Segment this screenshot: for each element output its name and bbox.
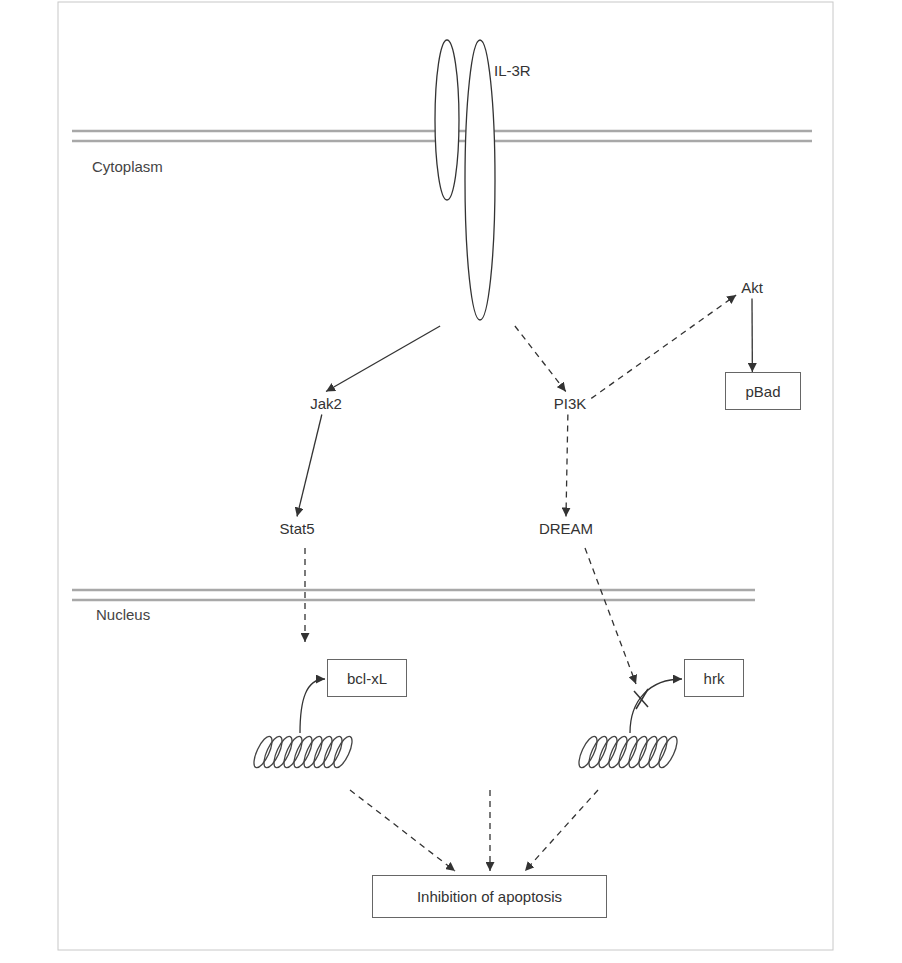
effect-arrow xyxy=(525,790,598,871)
signal-arrow xyxy=(591,295,736,398)
node-text: Stat5 xyxy=(279,520,314,537)
transcription-arrow xyxy=(630,679,682,733)
effect-arrow xyxy=(350,790,455,871)
node-text: DREAM xyxy=(539,520,593,537)
dna-helix xyxy=(250,734,355,770)
node-text: pBad xyxy=(745,383,780,400)
effect-arrow xyxy=(489,790,490,871)
node-text: hrk xyxy=(704,670,725,687)
frame xyxy=(58,2,833,950)
node-text: PI3K xyxy=(554,395,587,412)
node-text: bcl-xL xyxy=(347,670,387,687)
signal-arrow xyxy=(566,415,568,517)
receptor: IL-3R xyxy=(428,36,538,326)
node-text: Jak2 xyxy=(310,395,342,412)
protein-label: Stat5 xyxy=(274,517,319,540)
node-text: Akt xyxy=(741,279,763,296)
product-box: pBad xyxy=(725,372,801,410)
translocation-arrow xyxy=(304,548,305,642)
signal-arrow xyxy=(297,415,322,517)
protein-label: Akt xyxy=(736,276,768,299)
node-text: Inhibition of apoptosis xyxy=(417,888,562,905)
region-label: Nucleus xyxy=(96,606,150,623)
node-text: IL-3R xyxy=(494,62,531,79)
protein-label: Jak2 xyxy=(305,392,347,415)
signal-arrow xyxy=(515,326,566,392)
protein-label: DREAM xyxy=(534,517,598,540)
nuclear-membrane xyxy=(72,590,755,600)
dna-helix xyxy=(575,734,680,770)
signal-arrow xyxy=(751,299,753,373)
region-label: Cytoplasm xyxy=(92,158,163,175)
repression-arrow xyxy=(585,548,636,684)
signal-arrow xyxy=(326,326,440,392)
block-mark xyxy=(634,689,648,709)
gene-box: bcl-xL xyxy=(327,659,407,697)
outcome-box: Inhibition of apoptosis xyxy=(372,875,607,918)
transcription-arrow xyxy=(300,679,325,733)
receptor-symbol xyxy=(428,36,538,326)
gene-box: hrk xyxy=(684,659,744,697)
protein-label: PI3K xyxy=(549,392,592,415)
